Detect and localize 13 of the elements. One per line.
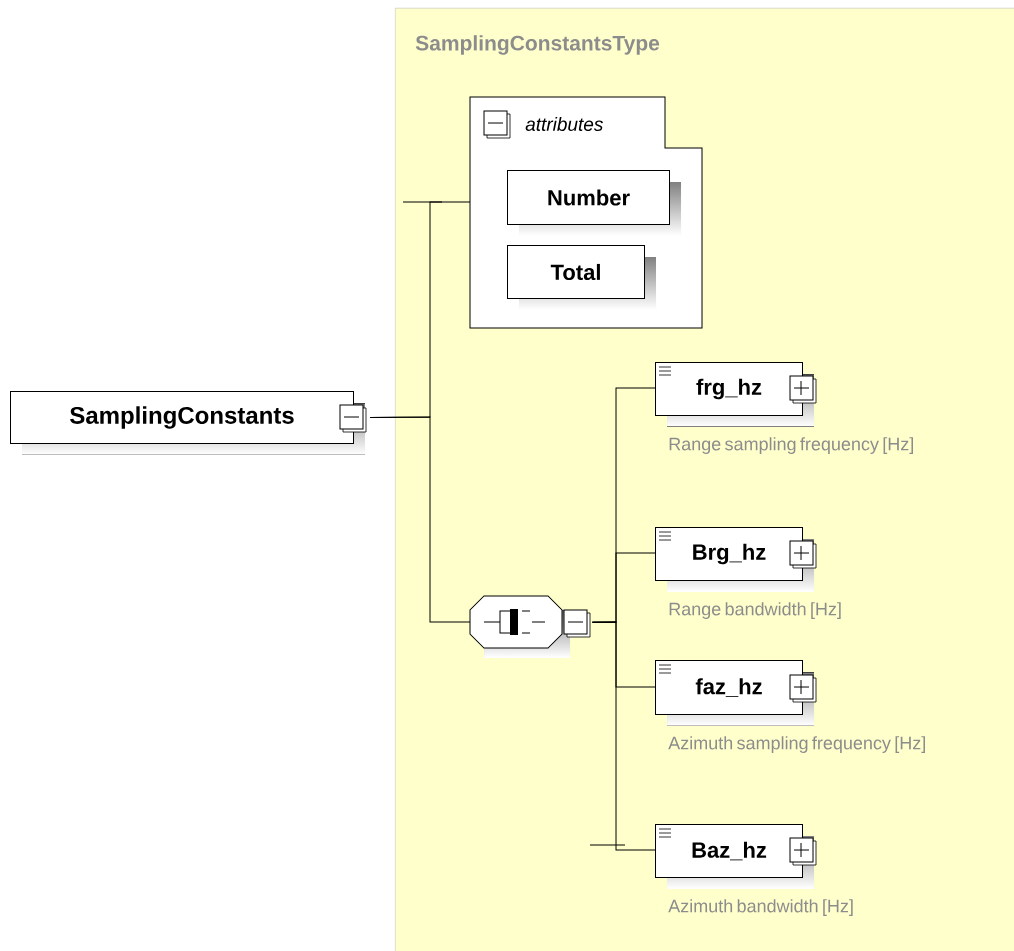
sequence-compositor — [469, 595, 570, 658]
element-box: Baz_hz — [655, 824, 814, 889]
element-box: Total — [507, 245, 656, 310]
description-text: Range bandwidth [Hz] — [669, 602, 841, 619]
element-box: Number — [507, 170, 681, 236]
element-box: Brg_hz — [655, 527, 814, 592]
description-text: Azimuth bandwidth [Hz] — [668, 899, 853, 916]
description-text: Range sampling frequency [Hz] — [669, 437, 913, 454]
element-box: frg_hz — [655, 362, 814, 427]
element-box: faz_hz — [655, 660, 814, 726]
root-element-box: SamplingConstants — [10, 391, 365, 455]
description-text: Azimuth sampling frequency [Hz] — [668, 736, 925, 753]
connector-line — [591, 621, 656, 851]
